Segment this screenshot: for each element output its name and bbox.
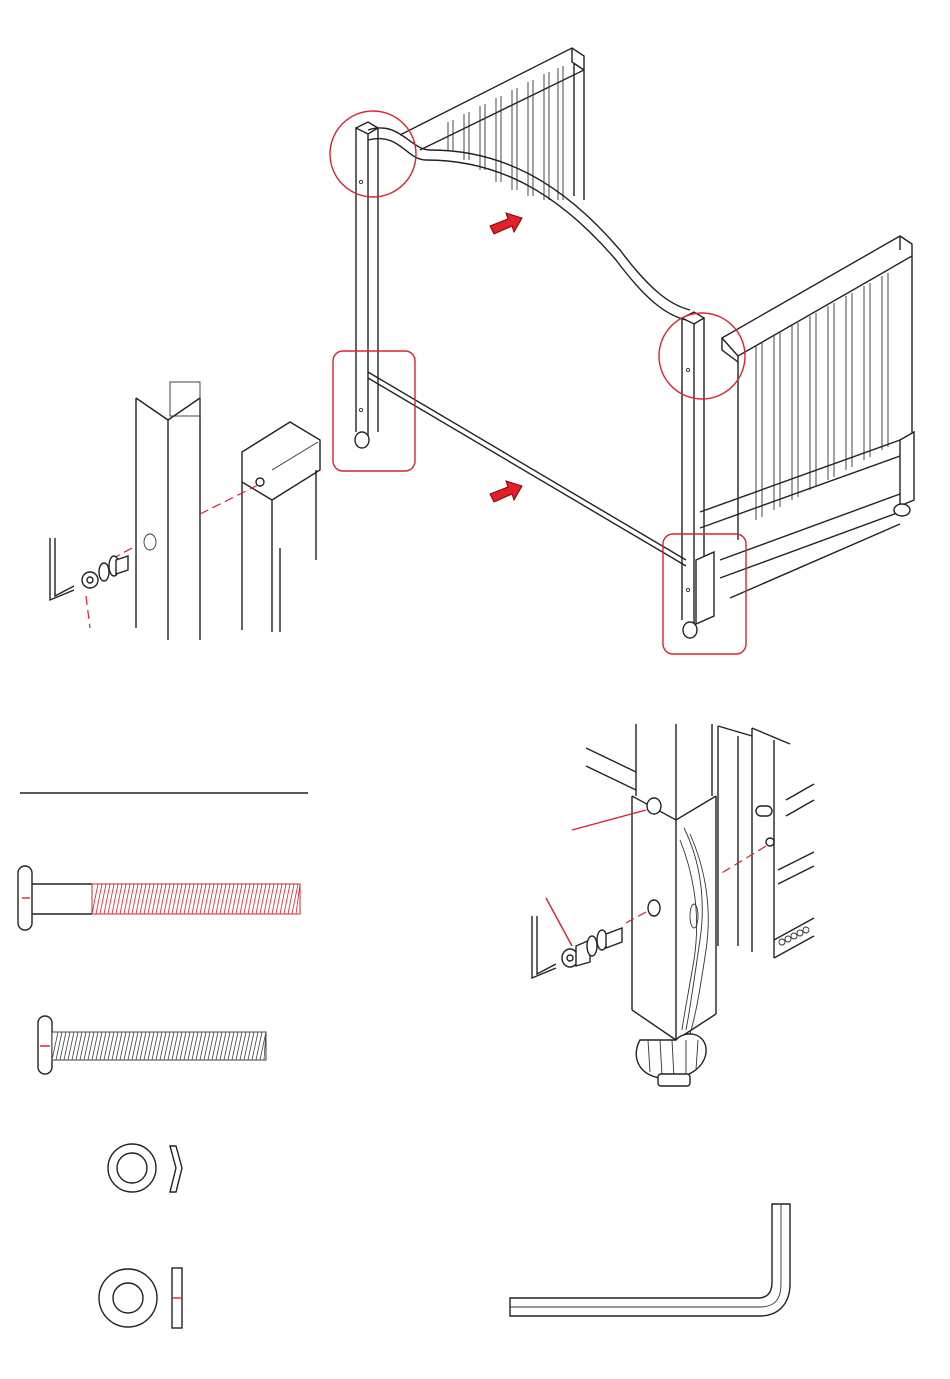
- allen-key: [510, 1204, 790, 1316]
- flat-washer: [99, 1268, 182, 1328]
- right-post: [682, 312, 714, 638]
- short-bolt: [38, 1016, 266, 1074]
- long-bolt: [18, 866, 300, 930]
- headboard-panel: [368, 128, 690, 566]
- right-side-rail: [700, 236, 914, 598]
- highlight-circle: [330, 111, 416, 197]
- foot-post-detail: [532, 724, 814, 1086]
- bolt-detail: [50, 382, 320, 640]
- push-arrow-icon: [490, 481, 522, 502]
- highlight-circle: [659, 313, 745, 399]
- lock-washer: [108, 1144, 182, 1192]
- back-side-rail: [400, 48, 584, 200]
- highlight-box: [333, 351, 415, 471]
- bed-frame-assembly: [330, 48, 914, 654]
- left-post: [355, 122, 378, 448]
- push-arrow-icon: [490, 213, 522, 234]
